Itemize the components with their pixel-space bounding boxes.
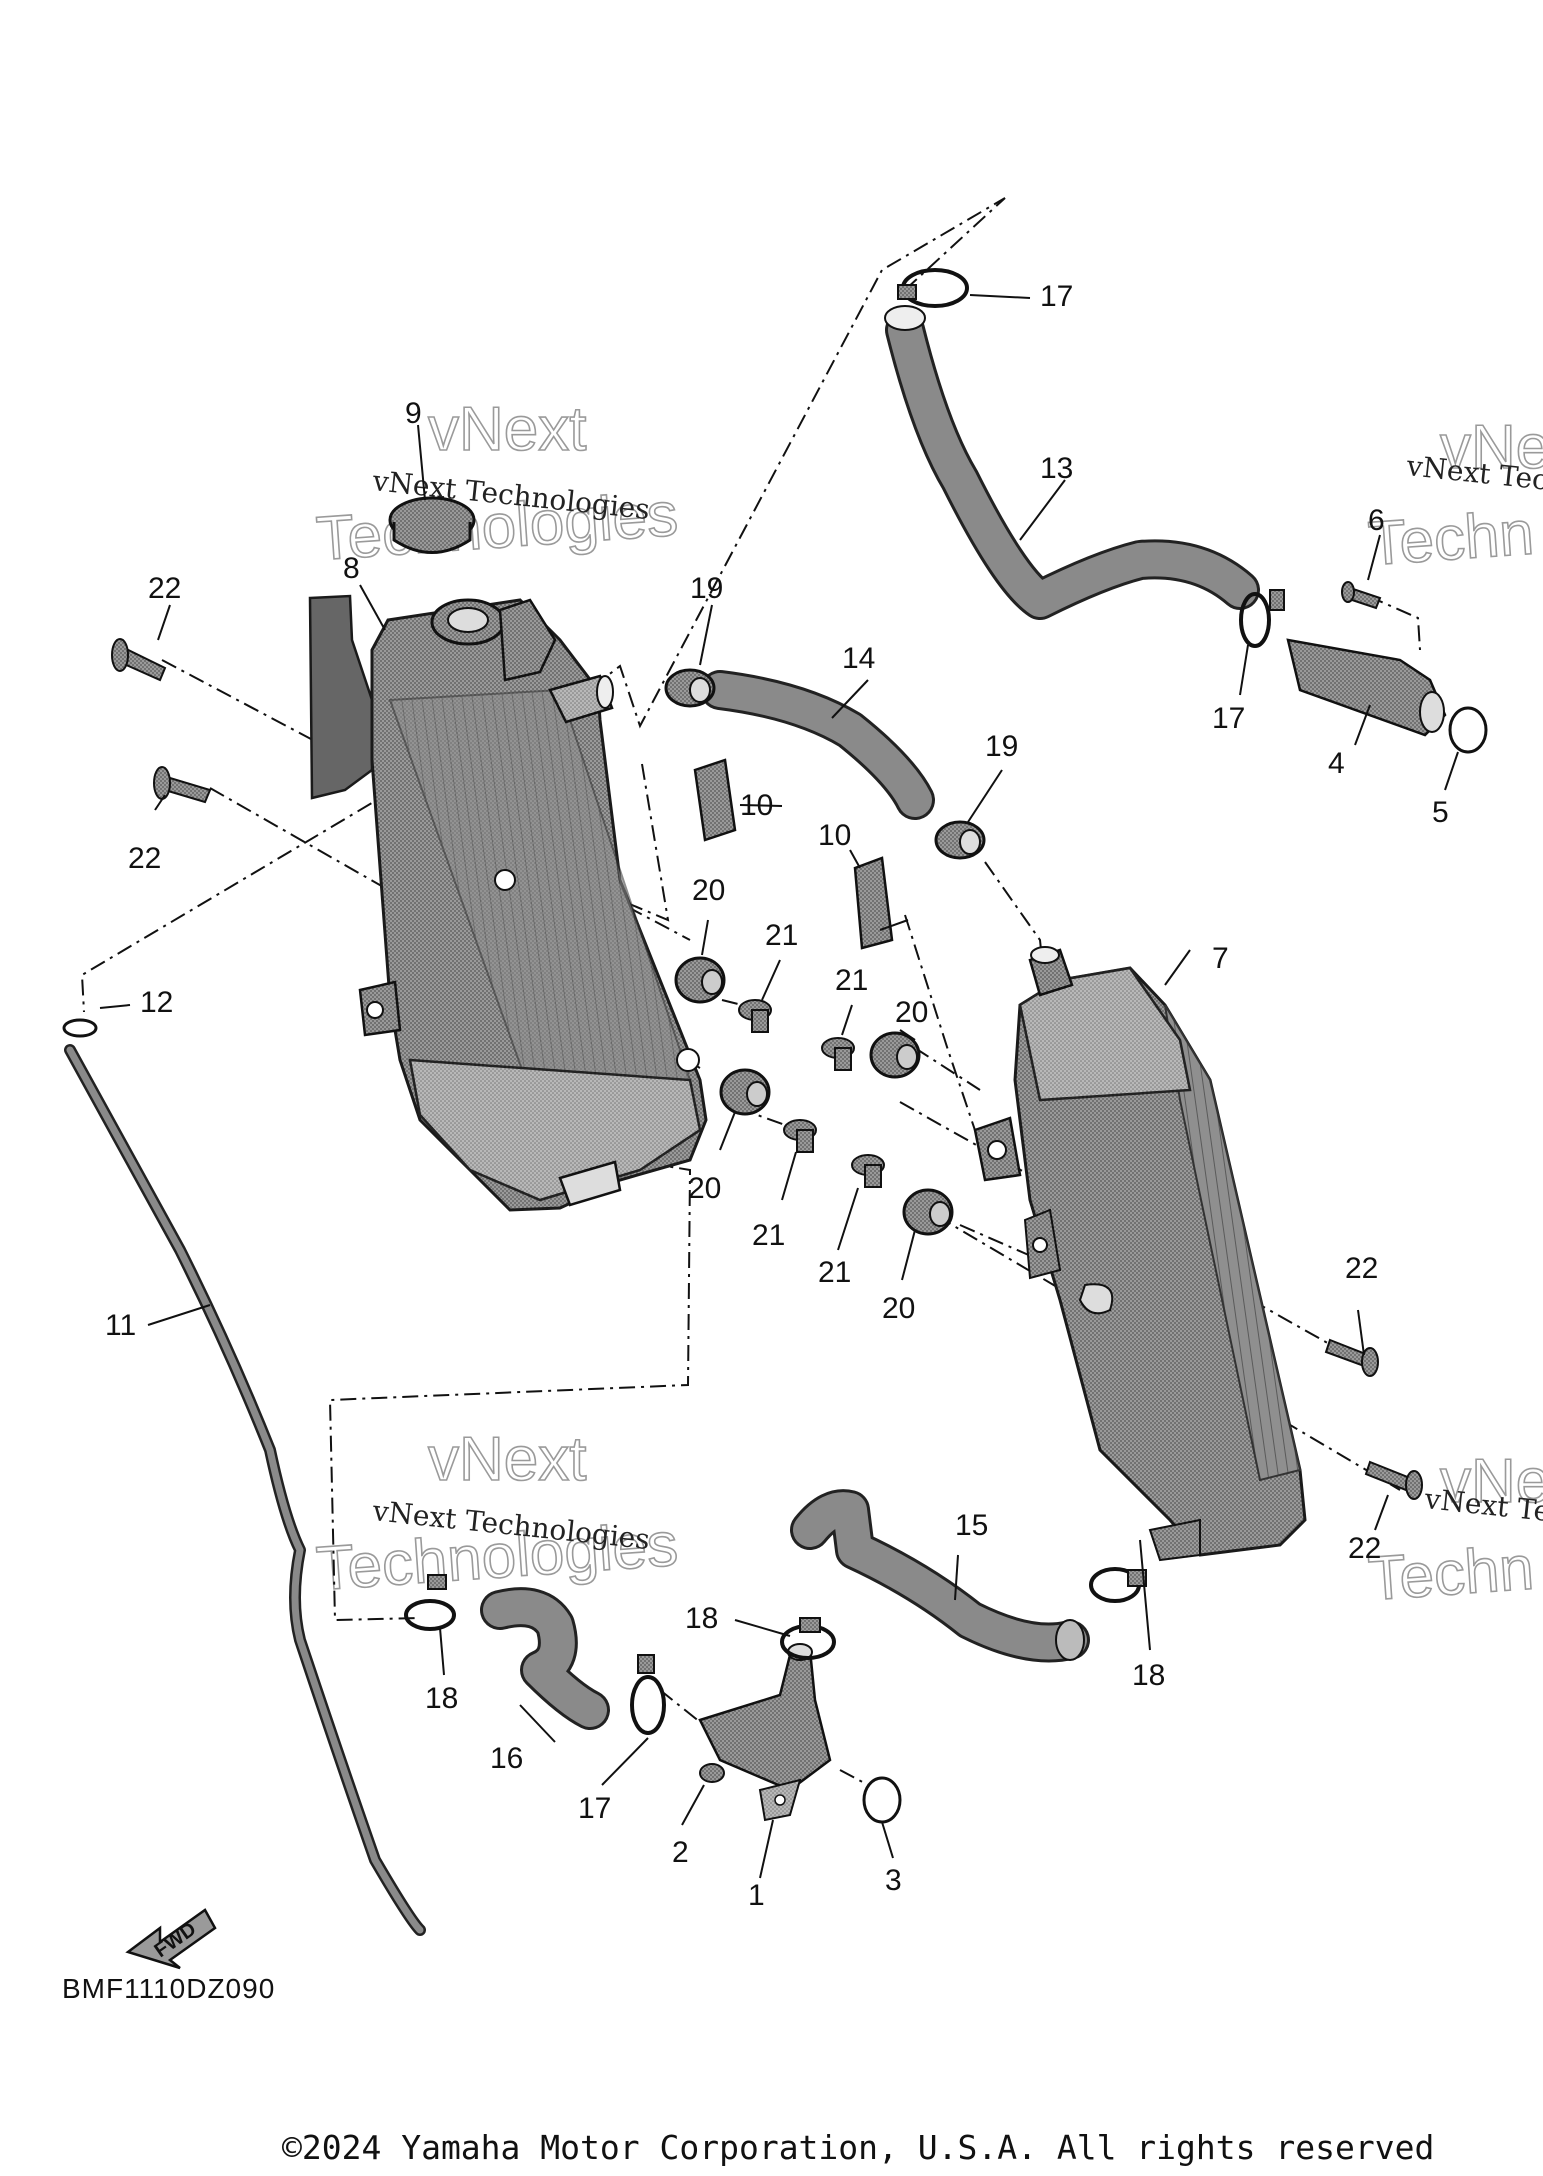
callout-1: 1	[748, 1879, 765, 1912]
pipe-fitting-4	[1286, 638, 1447, 737]
callout-21: 21	[765, 919, 798, 952]
elbow-fitting-1	[698, 1643, 832, 1822]
watermark-edge-big-top: vNe	[1440, 413, 1543, 482]
hose-16	[480, 1587, 610, 1730]
callout-18: 18	[1132, 1659, 1165, 1692]
callout-3: 3	[885, 1864, 902, 1897]
right-radiator	[973, 946, 1307, 1562]
callout-10: 10	[740, 789, 773, 822]
callout-17: 17	[1212, 702, 1245, 735]
callout-20: 20	[688, 1172, 721, 1205]
damper-10-right	[853, 856, 894, 950]
grommet-20-d	[902, 1188, 954, 1236]
radiator-cap	[388, 496, 476, 554]
callout-22: 22	[128, 842, 161, 875]
hose-13	[884, 305, 1260, 620]
bolt-2	[699, 1763, 725, 1783]
clamp-17-top	[897, 268, 969, 308]
callout-18: 18	[685, 1602, 718, 1635]
breather-hose-11	[64, 1044, 426, 1936]
callout-2: 2	[672, 1836, 689, 1869]
watermark-group-bottom: vNext Technologies vNext Technologies	[313, 1424, 680, 1605]
bolt-22-lower-left	[153, 766, 212, 804]
clamp-17-mid	[1239, 589, 1285, 648]
callout-5: 5	[1432, 796, 1449, 829]
callout-20: 20	[692, 874, 725, 907]
callout-17: 17	[1040, 280, 1073, 313]
clamp-12	[62, 1018, 98, 1038]
bolt-6	[1341, 581, 1382, 610]
collar-21-c	[783, 1119, 817, 1153]
fwd-arrow-icon: FWD	[125, 1908, 217, 1970]
callout-10: 10	[818, 819, 851, 852]
collar-21-b	[821, 1037, 855, 1071]
hose-15	[790, 1489, 1090, 1663]
collar-21-a	[738, 999, 772, 1033]
callout-labels: 9 8 22 22 19 14 19 10 10 20 21 21 20 12 …	[105, 280, 1449, 1912]
callout-19: 19	[985, 730, 1018, 763]
callout-22: 22	[1345, 1252, 1378, 1285]
callout-15: 15	[955, 1509, 988, 1542]
watermark-edge-big-bottom: Techn	[1366, 1534, 1536, 1614]
grommet-20-b	[869, 1031, 921, 1079]
callout-22: 22	[1348, 1532, 1381, 1565]
bolt-22-right-upper	[1324, 1338, 1379, 1377]
callout-20: 20	[895, 996, 928, 1029]
watermark-big-top: vNext	[428, 1425, 586, 1494]
callout-18: 18	[425, 1682, 458, 1715]
watermark-group-top: vNext Technologies vNext Technologies	[313, 394, 680, 575]
callout-11: 11	[105, 1309, 136, 1342]
callout-21: 21	[752, 1219, 785, 1252]
clamp-17-bottom	[630, 1654, 666, 1735]
watermark-group-right-bottom: vNe Techn vNext Tec	[1365, 1446, 1543, 1615]
callout-20: 20	[882, 1292, 915, 1325]
o-ring-5	[1448, 706, 1488, 754]
o-ring-3	[862, 1776, 902, 1824]
grommet-20-c	[719, 1068, 771, 1116]
callout-21: 21	[835, 964, 868, 997]
watermark-group-right-top: vNe Techn vNext Tec	[1365, 412, 1543, 580]
diagram-code: BMF1110DZ090	[62, 1973, 275, 2004]
callout-22: 22	[148, 572, 181, 605]
callout-9: 9	[405, 397, 422, 430]
callout-6: 6	[1368, 504, 1385, 537]
watermark-big-top: vNext	[428, 395, 586, 464]
callout-14: 14	[842, 642, 875, 675]
callout-21: 21	[818, 1256, 851, 1289]
bolt-22-right-lower	[1364, 1460, 1423, 1500]
damper-10-left	[693, 758, 737, 842]
callout-12: 12	[140, 986, 173, 1019]
callout-16: 16	[490, 1742, 523, 1775]
clamp-18-left	[404, 1574, 456, 1631]
callout-19: 19	[690, 572, 723, 605]
callout-4: 4	[1328, 747, 1345, 780]
collar-21-d	[851, 1154, 885, 1188]
callout-13: 13	[1040, 452, 1073, 485]
collar-19-top	[664, 668, 716, 708]
copyright-notice: ©2024 Yamaha Motor Corporation, U.S.A. A…	[282, 2128, 1435, 2167]
clamp-18-right	[1089, 1567, 1147, 1603]
bolt-22-upper-left	[111, 638, 167, 682]
leader-lines	[99, 294, 1459, 1879]
watermark-edge-big-bottom: Techn	[1366, 499, 1536, 579]
callout-17: 17	[578, 1792, 611, 1825]
callout-8: 8	[343, 552, 360, 585]
callout-7: 7	[1212, 942, 1229, 975]
watermark-edge-big-top: vNe	[1440, 1447, 1543, 1516]
left-radiator	[308, 594, 708, 1212]
hose-14	[700, 670, 935, 820]
clamp-18-mid	[780, 1617, 836, 1660]
grommet-20-a	[674, 956, 726, 1004]
collar-19-mid	[934, 820, 986, 860]
